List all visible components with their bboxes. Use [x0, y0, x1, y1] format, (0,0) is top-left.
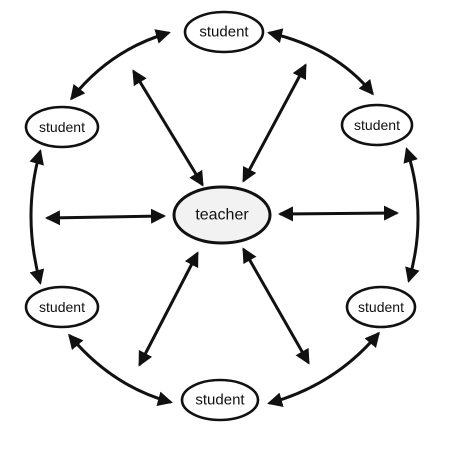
peer-arrows [29, 28, 420, 408]
student-node-lower-left: student [24, 285, 100, 329]
arrow-teacher-lower-right [242, 247, 310, 365]
arrow-teacher-upper-right [242, 63, 307, 183]
student-label: student [39, 119, 85, 135]
arrow-teacher-lower-left [138, 251, 199, 367]
student-node-bottom: student [180, 378, 260, 422]
student-label: student [199, 24, 249, 41]
arrow-top-to-upper-right [267, 28, 374, 96]
student-node-lower-right: student [345, 285, 417, 329]
teacher-arrows [45, 63, 399, 367]
teacher-node: teacher [172, 185, 272, 245]
arrow-lower-left-to-bottom [68, 333, 173, 407]
student-label: student [358, 299, 404, 315]
student-label: student [39, 299, 85, 315]
student-node-top: student [183, 10, 265, 54]
teacher-label: teacher [195, 207, 249, 224]
arrow-teacher-left [45, 208, 166, 226]
arrow-teacher-upper-left [132, 69, 204, 187]
arrow-upper-right-to-lower-right [403, 147, 420, 283]
arrow-lower-right-to-bottom [267, 331, 380, 408]
student-node-upper-right: student [340, 103, 414, 147]
student-label: student [354, 117, 400, 133]
student-label: student [195, 392, 245, 409]
arrow-teacher-right [278, 205, 399, 222]
student-node-upper-left: student [24, 105, 100, 149]
arrow-top-to-upper-left [70, 29, 171, 101]
arrow-upper-left-to-lower-left [29, 149, 45, 285]
